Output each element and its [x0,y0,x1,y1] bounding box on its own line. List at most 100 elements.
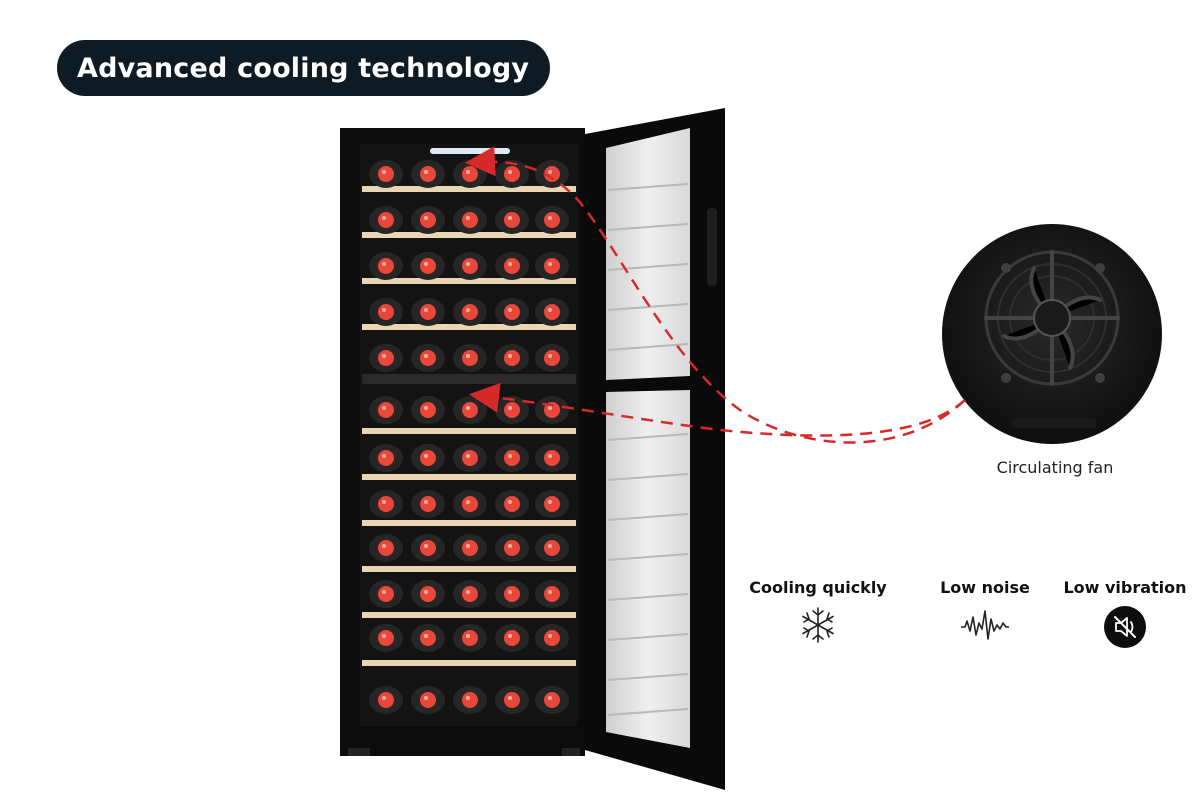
wine-bottle [411,580,445,608]
circulating-fan [942,224,1162,444]
wine-bottle [535,686,569,714]
door-reflection [607,223,689,231]
wine-bottle [369,344,403,372]
wine-bottle [411,206,445,234]
wine-bottle [411,298,445,326]
airflow-arrows [465,146,966,444]
shelf [362,612,576,618]
shelf [362,520,576,526]
wine-bottle [495,624,529,652]
door-reflection [607,183,689,191]
wine-bottle [535,580,569,608]
wine-bottle [411,624,445,652]
bottle-rack [369,160,569,714]
shelf [362,566,576,572]
wine-bottle [495,686,529,714]
door-reflection [607,433,689,441]
wine-bottle [453,252,487,280]
wine-bottle [495,206,529,234]
snowflake-icon [802,607,834,643]
wine-bottle [535,444,569,472]
wine-bottle [369,624,403,652]
shelf [362,186,576,192]
wine-bottle [495,344,529,372]
door-reflection [607,303,689,311]
wine-bottle [411,490,445,518]
wine-bottle [453,298,487,326]
shelf-rack [362,186,576,666]
shelf [362,428,576,434]
wine-bottle [369,206,403,234]
glass-door [585,108,725,790]
wine-bottle [535,344,569,372]
wine-bottle [453,206,487,234]
shelf [362,232,576,238]
wine-bottle [411,444,445,472]
door-reflection [607,633,689,641]
door-reflection [607,473,689,481]
wine-bottle [369,396,403,424]
door-reflection [607,513,689,521]
wine-bottle [369,686,403,714]
door-reflection [607,708,689,716]
wine-bottle [411,160,445,188]
wine-bottle [453,580,487,608]
wine-bottle [535,534,569,562]
shelf [362,278,576,284]
wine-cabinet [340,128,585,756]
wine-bottle [369,298,403,326]
wine-bottle [495,298,529,326]
door-reflection [607,343,689,351]
muted-speaker-icon [1104,606,1146,648]
wine-bottle [495,252,529,280]
wine-bottle [369,490,403,518]
feature-label: Low vibration [1063,578,1187,597]
door-reflection [607,593,689,601]
wine-bottle [453,160,487,188]
wine-bottle [369,252,403,280]
wine-bottle [453,624,487,652]
wine-bottle [411,396,445,424]
wine-bottle [411,252,445,280]
shelf [362,324,576,330]
wine-bottle [453,686,487,714]
door-reflection [607,673,689,681]
headline-text: Advanced cooling technology [77,52,530,84]
wine-bottle [535,160,569,188]
feature-low-vibration: Low vibration [1057,578,1193,649]
wine-bottle [453,396,487,424]
wine-bottle [453,344,487,372]
fan-caption: Circulating fan [996,458,1114,477]
door-reflection [607,263,689,271]
feature-label: Low noise [940,578,1030,597]
wine-bottle [535,252,569,280]
wine-bottle [535,396,569,424]
wine-bottle [535,298,569,326]
wine-bottle [495,580,529,608]
feature-label: Cooling quickly [749,578,887,597]
wine-bottle [495,160,529,188]
feature-cooling-quickly: Cooling quickly [743,578,893,645]
wine-bottle [369,580,403,608]
wine-bottle [411,686,445,714]
wine-bottle [495,444,529,472]
wine-bottle [369,444,403,472]
wine-bottle [535,490,569,518]
wine-bottle [495,490,529,518]
wine-bottle [369,534,403,562]
wine-bottle [535,206,569,234]
wine-bottle [495,534,529,562]
wine-bottle [535,624,569,652]
feature-low-noise: Low noise [930,578,1040,645]
sound-wave-icon [961,610,1009,640]
wine-bottle [495,396,529,424]
wine-bottle [453,490,487,518]
wine-bottle [411,344,445,372]
headline-banner: Advanced cooling technology [57,40,550,96]
door-reflection [607,553,689,561]
wine-bottle [453,444,487,472]
door-handle [707,208,717,286]
wine-bottle [369,160,403,188]
shelf [362,660,576,666]
